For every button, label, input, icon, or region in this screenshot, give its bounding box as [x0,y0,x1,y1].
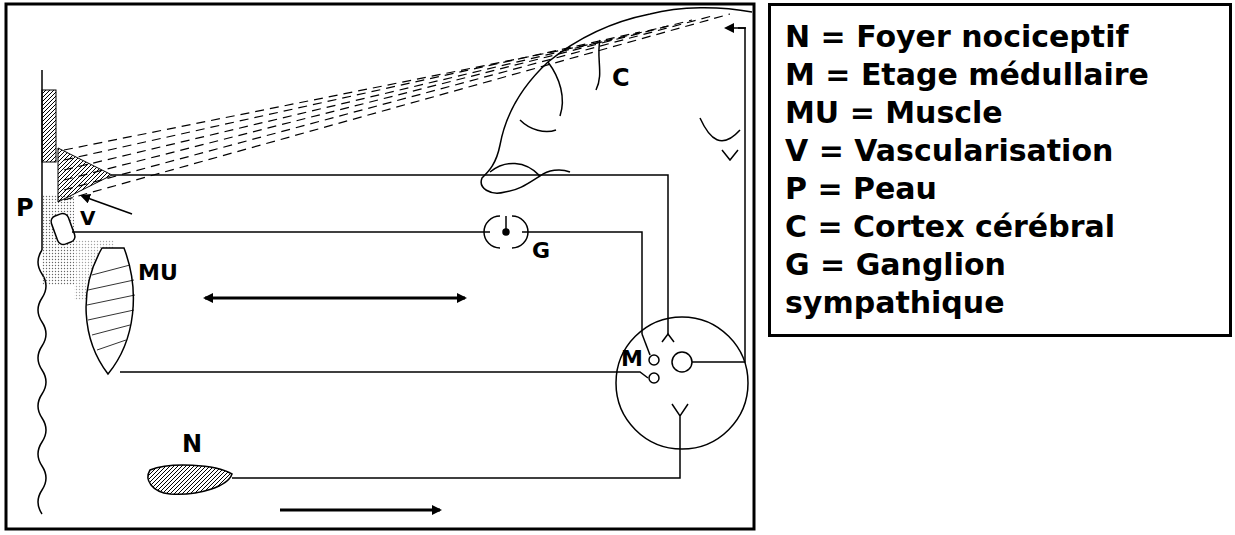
vessel [49,196,642,334]
legend-entry: N = Foyer nociceptif [785,18,1219,56]
ganglion-symbol [484,216,528,248]
legend-entry: M = Etage médullaire [785,56,1219,94]
part-letter: N [182,432,202,456]
brain [481,8,752,193]
skin-projection [58,14,730,342]
legend-entry: MU = Muscle [785,94,1219,132]
cortex-arrow [726,27,746,29]
legend-entry: C = Cortex cérébral [785,208,1219,246]
spinal-cord [232,28,748,478]
part-letter: P [16,196,34,220]
nociceptive-focus [148,465,440,510]
muscle [86,248,648,378]
part-letter: V [80,208,95,228]
frame [6,4,754,529]
legend-box: N = Foyer nociceptifM = Etage médullaire… [768,3,1232,337]
part-letter: M [621,348,643,370]
legend-entry: G = Ganglion sympathique [785,246,1219,322]
part-letter: G [532,240,550,262]
part-letter: MU [138,262,178,284]
legend-entry: V = Vascularisation [785,132,1219,170]
legend-entry: P = Peau [785,170,1219,208]
part-letter: C [612,66,630,90]
